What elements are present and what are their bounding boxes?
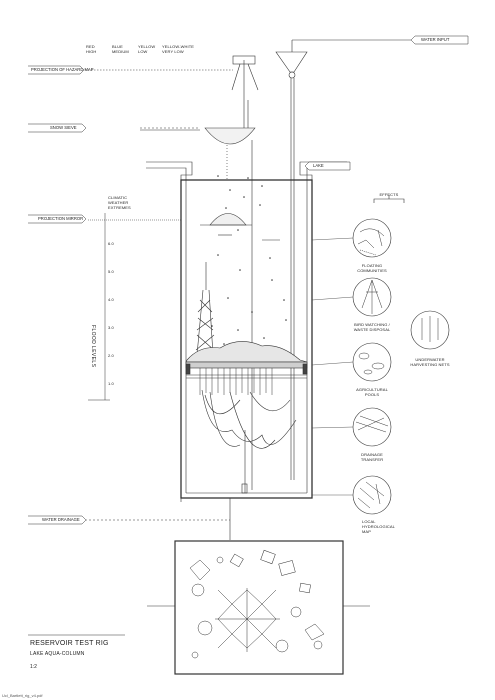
- hazard-projector: [85, 55, 259, 91]
- effect-bird-label: BIRD WATCHING /WASTE DISPOSAL: [353, 322, 391, 332]
- snow-sieve: [140, 60, 256, 145]
- flood-level-2: 2.0: [108, 353, 114, 358]
- flood-scale: [88, 213, 181, 401]
- water-input-funnel: [275, 39, 415, 480]
- tower: [195, 262, 215, 356]
- terrain-platform: [185, 341, 308, 395]
- flood-levels-label: FLOOD LEVELS: [90, 325, 96, 368]
- left-tags: [28, 65, 87, 525]
- column-frame: [180, 179, 313, 502]
- flood-level-4: 4.0: [108, 297, 114, 302]
- projection-mirror: [200, 213, 280, 241]
- right-tags: [304, 35, 469, 171]
- tag-lake: LAKE: [313, 163, 324, 168]
- flood-level-1: 1.0: [108, 381, 114, 386]
- flood-level-5: 5.0: [108, 269, 114, 274]
- effect-connectors: [311, 237, 354, 496]
- plan-view: [147, 540, 370, 675]
- tag-projection-mirror: PROJECTION MIRROR: [38, 216, 84, 221]
- underwater-nets: [201, 389, 297, 449]
- effects-bracket: [359, 195, 405, 256]
- file-name: Ucl_Bartlett_rig_v4.pdf: [2, 693, 43, 698]
- scale-label: 1:2: [30, 664, 37, 670]
- tag-snow-sieve: SNOW SIEVE: [50, 125, 77, 130]
- effects-heading: EFFECTS: [379, 192, 399, 197]
- tag-hazard-map: PROJECTION OF HAZARD MAP: [31, 67, 94, 72]
- flood-level-6: 6.0: [108, 241, 114, 246]
- sky-particles: [211, 175, 287, 345]
- tag-water-input: WATER INPUT: [421, 37, 450, 42]
- page-title: RESERVOIR TEST RIG: [30, 640, 109, 647]
- tag-water-drainage: WATER DRAINAGE: [42, 517, 80, 522]
- flood-level-3: 3.0: [108, 325, 114, 330]
- page-subtitle: LAKE AQUA-COLUMN: [30, 651, 85, 657]
